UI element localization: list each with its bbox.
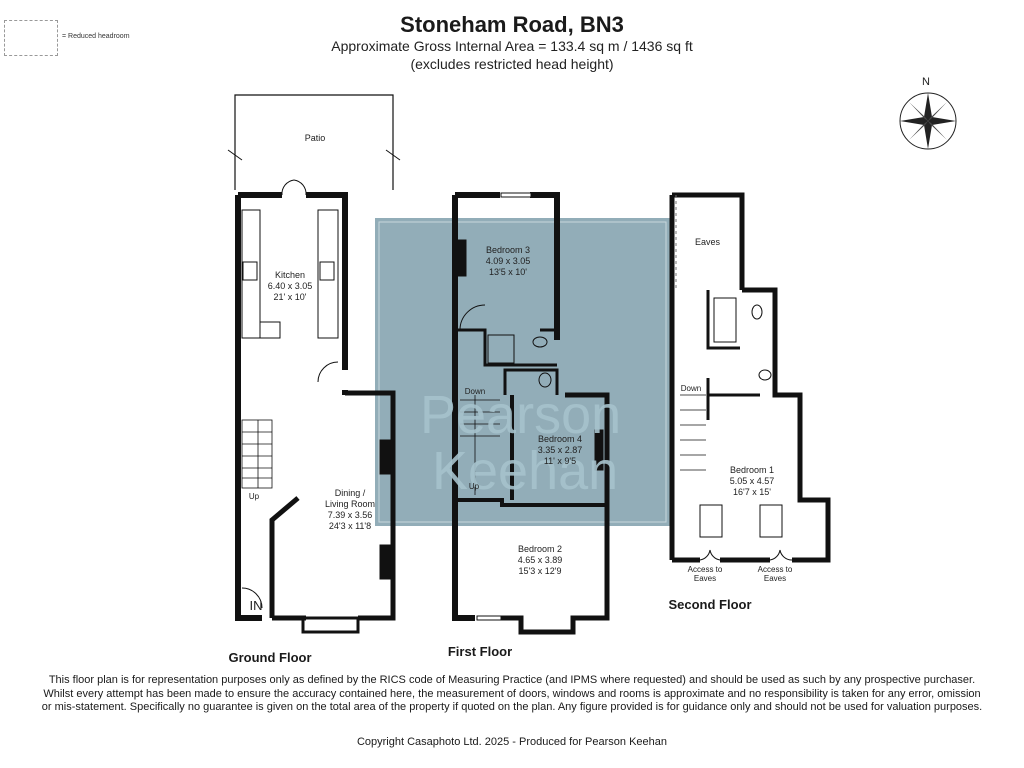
kitchen-metric: 6.40 x 3.05 [267, 281, 313, 291]
bedroom2-imperial: 15'3 x 12'9 [518, 566, 562, 576]
sink-icon [319, 261, 335, 281]
first-floor-label: First Floor [447, 644, 513, 659]
first-stairs-up: Up [468, 482, 480, 491]
kitchen-door [317, 361, 339, 383]
disclaimer-text: This floor plan is for representation pu… [41, 674, 983, 713]
ground-stairs-up: Up [248, 492, 260, 501]
bedroom3-imperial: 13'5 x 10' [489, 267, 527, 277]
dining-metric: 7.39 x 3.56 [327, 510, 373, 520]
bedroom1-metric: 5.05 x 4.57 [729, 476, 775, 486]
legend-label: = Reduced headroom [62, 33, 130, 40]
compass-icon: N [895, 76, 961, 156]
access-eaves-1-line2: Eaves [693, 574, 717, 583]
bedroom4-name: Bedroom 4 [537, 434, 583, 444]
ground-floor-label: Ground Floor [228, 650, 312, 665]
bedroom2-name: Bedroom 2 [517, 544, 563, 554]
access-eaves-2-line1: Access to [757, 565, 793, 574]
patio-gate-left [227, 149, 243, 161]
wc-icon-2 [751, 304, 763, 320]
kitchen-name: Kitchen [274, 270, 306, 280]
kitchen-imperial: 21' x 10' [273, 292, 307, 302]
bedroom4-imperial: 11' x 9'5 [543, 456, 577, 466]
velux-2 [759, 504, 783, 538]
first-stairs-down: Down [464, 387, 486, 396]
shower-icon [487, 334, 515, 364]
entrance-door [241, 587, 263, 609]
bedroom4-metric: 3.35 x 2.87 [537, 445, 583, 455]
second-stairs-down: Down [680, 384, 702, 393]
patio-gate-right [385, 149, 401, 161]
copyright-text: Copyright Casaphoto Ltd. 2025 - Produced… [356, 736, 668, 748]
wc-icon [538, 372, 552, 388]
first-floor-plan [452, 192, 610, 635]
second-floor-label: Second Floor [668, 597, 752, 612]
patio-outline [234, 94, 394, 190]
second-stairs [680, 394, 706, 471]
bay-window [301, 616, 360, 634]
velux-1 [699, 504, 723, 538]
watermark-panel [375, 218, 670, 526]
second-floor-plan [669, 192, 831, 563]
basin-icon [532, 336, 548, 348]
ground-stairs [241, 419, 273, 489]
bedroom3-name: Bedroom 3 [485, 245, 531, 255]
dining-name-2: Living Room [324, 499, 376, 509]
reduced-headroom-swatch [4, 20, 58, 56]
bedroom1-name: Bedroom 1 [729, 465, 775, 475]
watermark-line2: Keehan [432, 441, 619, 501]
area-note: (excludes restricted head height) [410, 56, 614, 72]
access-eaves-1-line1: Access to [687, 565, 723, 574]
eaves-label: Eaves [694, 237, 720, 247]
dining-imperial: 24'3 x 11'8 [328, 521, 372, 531]
patio-label: Patio [304, 133, 326, 143]
bedroom3-door [459, 304, 486, 331]
bedroom1-imperial: 16'7 x 15' [733, 487, 771, 497]
first-stairs [460, 395, 500, 495]
hob-icon [242, 261, 258, 281]
entrance-label: IN [249, 598, 263, 613]
basin-icon-2 [758, 369, 772, 381]
access-eaves-2-line2: Eaves [763, 574, 787, 583]
north-label: N [922, 76, 930, 88]
bedroom3-metric: 4.09 x 3.05 [485, 256, 531, 266]
dining-name-1: Dining / [334, 488, 366, 498]
bath-icon [713, 297, 737, 343]
ground-floor-plan [227, 94, 401, 634]
watermark-line1: Pearson [420, 385, 622, 445]
watermark-border [378, 221, 667, 523]
gross-area: Approximate Gross Internal Area = 133.4 … [331, 38, 693, 54]
bedroom2-metric: 4.65 x 3.89 [517, 555, 563, 565]
plan-title: Stoneham Road, BN3 [400, 12, 624, 37]
